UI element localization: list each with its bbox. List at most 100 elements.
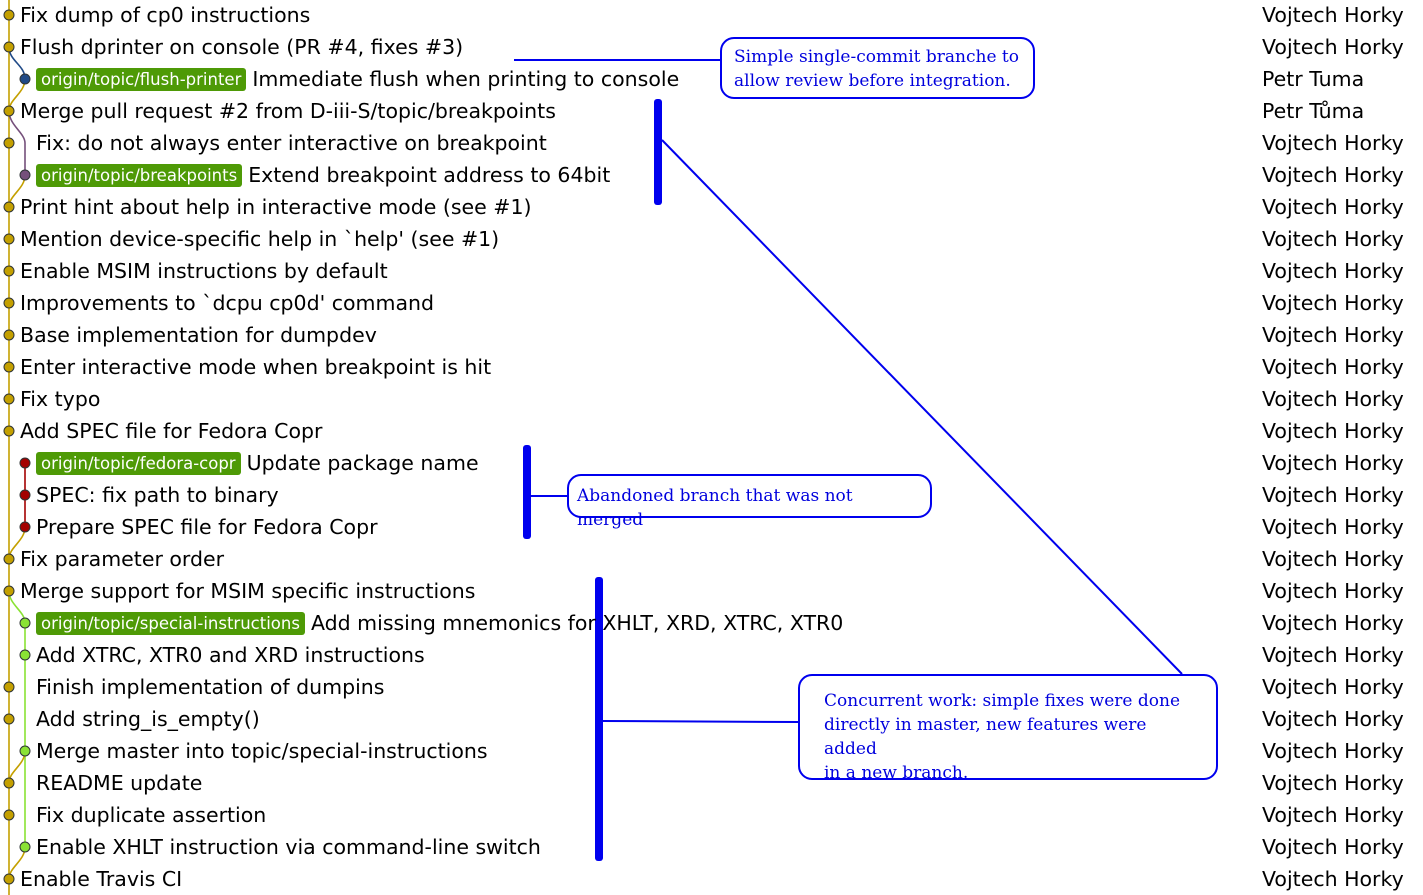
commit-message: Flush dprinter on console (PR #4, fixes … bbox=[20, 35, 464, 59]
commit-dot bbox=[3, 585, 15, 597]
commit-message: Add XTRC, XTR0 and XRD instructions bbox=[36, 643, 425, 667]
commit-message: Improvements to `dcpu cp0d' command bbox=[20, 291, 435, 315]
commit-author: Vojtech Horky bbox=[1262, 707, 1404, 731]
annotation-bar-fedora bbox=[523, 445, 531, 539]
annotation-single-commit-branch: Simple single-commit branche to allow re… bbox=[720, 37, 1035, 99]
commit-row[interactable]: Merge support for MSIM specific instruct… bbox=[0, 575, 1423, 607]
commit-message: Add missing mnemonics for XHLT, XRD, XTR… bbox=[310, 611, 844, 635]
commit-author: Vojtech Horky bbox=[1262, 259, 1404, 283]
commit-author: Vojtech Horky bbox=[1262, 579, 1404, 603]
commit-author: Vojtech Horky bbox=[1262, 451, 1404, 475]
commit-row[interactable]: Finish implementation of dumpins Vojtech … bbox=[0, 671, 1423, 703]
commit-message: Enable Travis CI bbox=[20, 867, 183, 891]
commit-dot bbox=[3, 425, 15, 437]
commit-author: Vojtech Horky bbox=[1262, 483, 1404, 507]
commit-author: Vojtech Horky bbox=[1262, 419, 1404, 443]
annotation-text: Simple single-commit branche to allow re… bbox=[734, 47, 1019, 91]
commit-author: Vojtech Horky bbox=[1262, 131, 1404, 155]
commit-author: Vojtech Horky bbox=[1262, 387, 1404, 411]
commit-author: Vojtech Horky bbox=[1262, 835, 1404, 859]
commit-author: Vojtech Horky bbox=[1262, 323, 1404, 347]
commit-message: Print hint about help in interactive mod… bbox=[20, 195, 532, 219]
commit-row[interactable]: Flush dprinter on console (PR #4, fixes … bbox=[0, 31, 1423, 63]
commit-message: Fix dump of cp0 instructions bbox=[20, 3, 311, 27]
commit-message: Prepare SPEC file for Fedora Copr bbox=[36, 515, 378, 539]
commit-message: Merge master into topic/special-instruct… bbox=[36, 739, 488, 763]
commit-author: Vojtech Horky bbox=[1262, 675, 1404, 699]
commit-row[interactable]: Add string_is_empty() Vojtech Horky bbox=[0, 703, 1423, 735]
commit-dot bbox=[19, 169, 31, 181]
commit-dot bbox=[19, 73, 31, 85]
commit-row[interactable]: Mention device-specific help in `help' (… bbox=[0, 223, 1423, 255]
commit-dot bbox=[19, 841, 31, 853]
commit-message: Finish implementation of dumpins bbox=[36, 675, 385, 699]
commit-dot bbox=[3, 553, 15, 565]
commit-dot bbox=[3, 393, 15, 405]
commit-row[interactable]: Enable XHLT instruction via command-line… bbox=[0, 831, 1423, 863]
commit-row[interactable]: Fix typo Vojtech Horky bbox=[0, 383, 1423, 415]
commit-message: Enable XHLT instruction via command-line… bbox=[36, 835, 541, 859]
commit-row[interactable]: Merge pull request #2 from D-iii-S/topic… bbox=[0, 95, 1423, 127]
annotation-text: Abandoned branch that was not merged bbox=[577, 486, 853, 530]
commit-row[interactable]: Fix: do not always enter interactive on … bbox=[0, 127, 1423, 159]
commit-row[interactable]: Fix dump of cp0 instructions Vojtech Hork… bbox=[0, 0, 1423, 31]
commit-author: Vojtech Horky bbox=[1262, 515, 1404, 539]
commit-author: Vojtech Horky bbox=[1262, 739, 1404, 763]
commit-message: README update bbox=[36, 771, 203, 795]
commit-message: Immediate flush when printing to console bbox=[252, 67, 680, 91]
commit-row[interactable]: Prepare SPEC file for Fedora Copr Vojtech… bbox=[0, 511, 1423, 543]
annotation-bar-special bbox=[595, 577, 603, 861]
commit-author: Vojtech Horky bbox=[1262, 195, 1404, 219]
commit-dot bbox=[3, 105, 15, 117]
annotation-concurrent-work: Concurrent work: simple fixes were done … bbox=[798, 674, 1218, 783]
commit-row[interactable]: Improvements to `dcpu cp0d' command Vojte… bbox=[0, 287, 1423, 319]
annotation-text: Concurrent work: simple fixes were done … bbox=[824, 691, 1181, 783]
commit-author: Vojtech Horky bbox=[1262, 163, 1404, 187]
commit-dot bbox=[3, 265, 15, 277]
commit-dot bbox=[3, 297, 15, 309]
commit-row[interactable]: Enter interactive mode when breakpoint i… bbox=[0, 351, 1423, 383]
commit-dot bbox=[3, 681, 15, 693]
commit-message: Fix parameter order bbox=[20, 547, 225, 571]
commit-message: SPEC: fix path to binary bbox=[36, 483, 279, 507]
annotation-bar-breakpoints bbox=[654, 99, 662, 205]
commit-dot bbox=[19, 489, 31, 501]
commit-row[interactable]: Print hint about help in interactive mod… bbox=[0, 191, 1423, 223]
commit-author: Petr Tuma bbox=[1262, 67, 1365, 91]
commit-dot bbox=[3, 873, 15, 885]
commit-author: Vojtech Horky bbox=[1262, 547, 1404, 571]
commit-message: Fix duplicate assertion bbox=[36, 803, 267, 827]
commit-message: Add SPEC file for Fedora Copr bbox=[20, 419, 323, 443]
commit-message: Update package name bbox=[246, 451, 479, 475]
commit-row[interactable]: SPEC: fix path to binary Vojtech Horky bbox=[0, 479, 1423, 511]
commit-row[interactable]: Base implementation for dumpdev Vojtech H… bbox=[0, 319, 1423, 351]
commit-dot bbox=[3, 777, 15, 789]
commit-row[interactable]: Fix parameter order Vojtech Horky bbox=[0, 543, 1423, 575]
connector-special bbox=[602, 720, 799, 723]
commit-message: Base implementation for dumpdev bbox=[20, 323, 377, 347]
commit-dot bbox=[19, 617, 31, 629]
commit-message: Extend breakpoint address to 64bit bbox=[248, 163, 611, 187]
commit-dot bbox=[3, 361, 15, 373]
commit-message: Merge pull request #2 from D-iii-S/topic… bbox=[20, 99, 556, 123]
commit-message: Mention device-specific help in `help' (… bbox=[20, 227, 500, 251]
annotation-abandoned-branch: Abandoned branch that was not merged bbox=[567, 474, 932, 530]
commit-dot bbox=[3, 137, 15, 149]
commit-row[interactable]: Add SPEC file for Fedora Copr Vojtech Hor… bbox=[0, 415, 1423, 447]
commit-message: Add string_is_empty() bbox=[36, 707, 260, 731]
commit-author: Vojtech Horky bbox=[1262, 3, 1404, 27]
commit-dot bbox=[19, 745, 31, 757]
commit-author: Vojtech Horky bbox=[1262, 291, 1404, 315]
commit-message: Fix typo bbox=[20, 387, 101, 411]
commit-row[interactable]: Merge master into topic/special-instruct… bbox=[0, 735, 1423, 767]
